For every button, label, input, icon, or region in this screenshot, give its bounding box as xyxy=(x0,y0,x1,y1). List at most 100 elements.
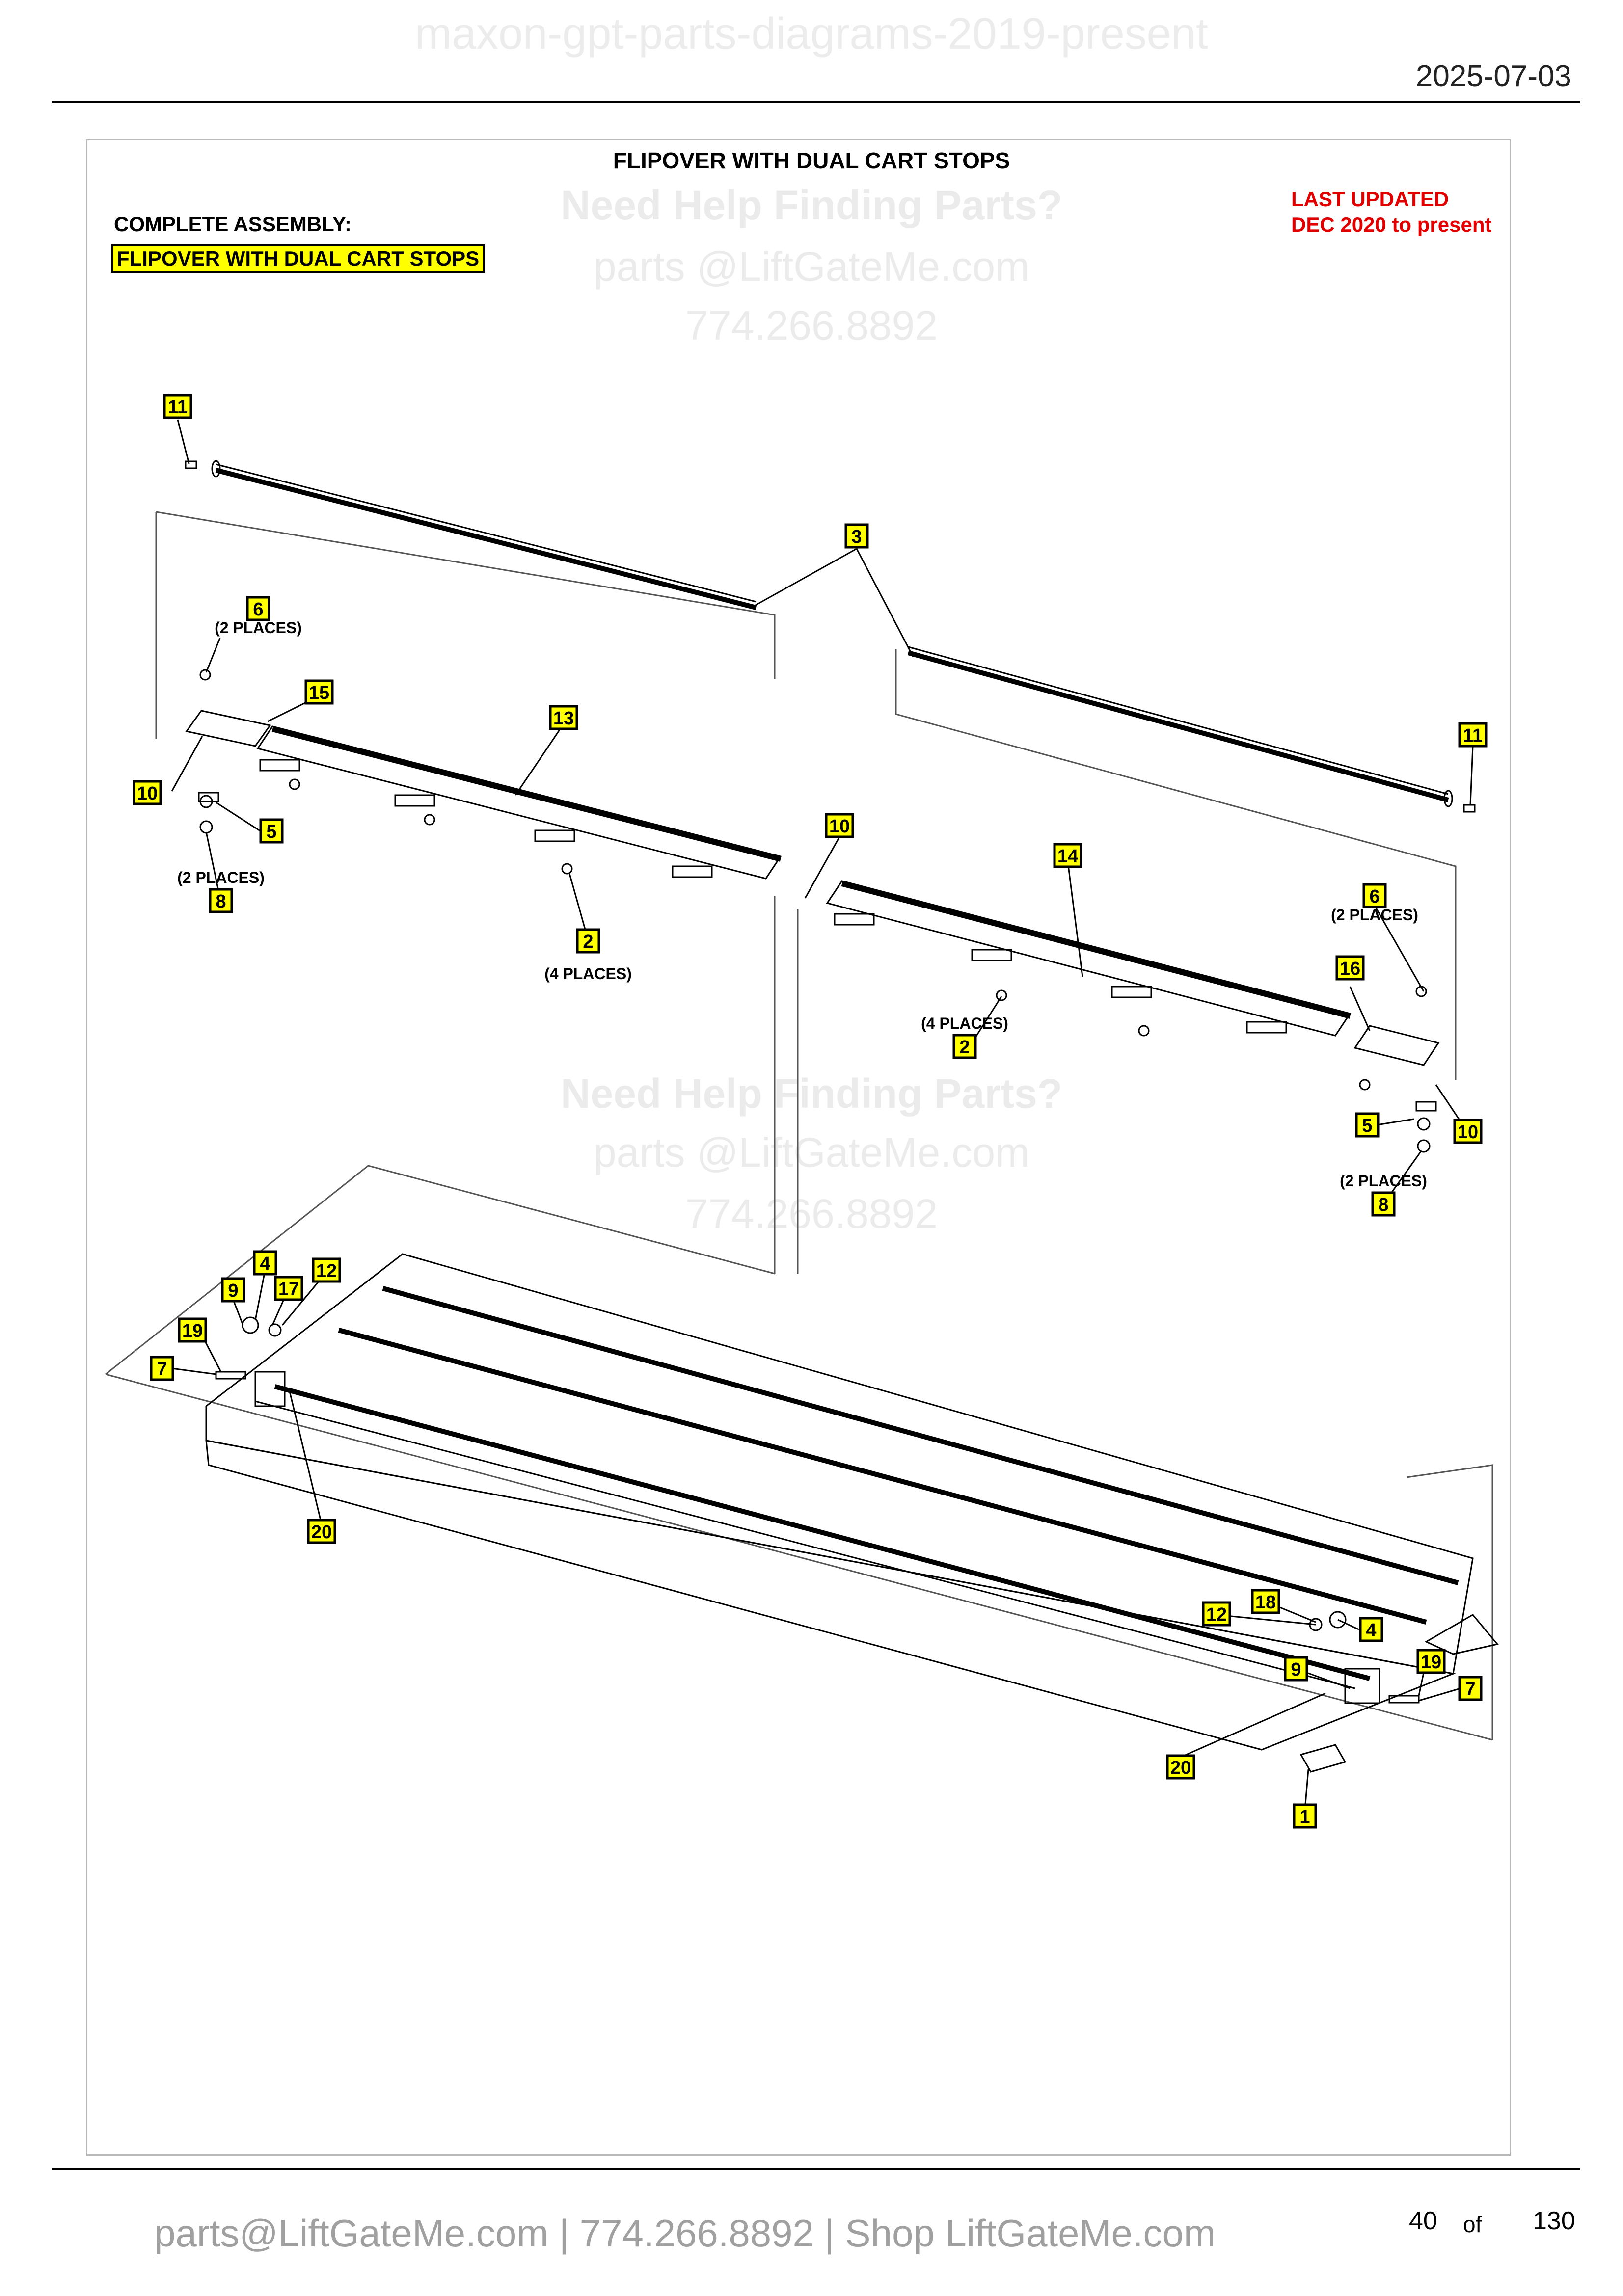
callout-6: 6(2 PLACES) xyxy=(215,596,302,637)
diagram-title: FLIPOVER WITH DUAL CART STOPS xyxy=(613,148,1010,173)
callout-number: 9 xyxy=(228,1281,238,1301)
callout-17: 17 xyxy=(274,1276,303,1301)
callout-number: 5 xyxy=(1362,1116,1372,1136)
callout-10: 10 xyxy=(1453,1119,1483,1144)
callout-number: 6 xyxy=(1369,886,1380,907)
callout-9: 9 xyxy=(221,1277,245,1303)
callout-box xyxy=(274,1276,303,1301)
callout-number: 5 xyxy=(266,822,276,842)
callout-box xyxy=(1335,955,1365,981)
callout-box xyxy=(259,818,284,844)
callout-box xyxy=(1293,1803,1317,1829)
callout-box xyxy=(221,1277,245,1303)
callout-1: 1 xyxy=(1293,1803,1317,1829)
callout-number: 12 xyxy=(316,1261,337,1281)
callout-number: 4 xyxy=(260,1254,270,1274)
callout-4: 4 xyxy=(1359,1617,1383,1642)
callout-box xyxy=(1458,722,1488,748)
callout-number: 19 xyxy=(182,1321,203,1341)
watermark-phone-2: 774.266.8892 xyxy=(685,1191,938,1237)
callout-box xyxy=(1166,1754,1195,1780)
complete-assembly-value: FLIPOVER WITH DUAL CART STOPS xyxy=(111,244,486,273)
document-date: 2025-07-03 xyxy=(1415,59,1571,93)
callout-19: 19 xyxy=(1416,1649,1446,1674)
callout-9: 9 xyxy=(1284,1656,1308,1682)
callout-number: 12 xyxy=(1206,1604,1227,1625)
callout-box xyxy=(1284,1656,1308,1682)
callout-box xyxy=(209,888,233,913)
callout-7: 7 xyxy=(1458,1676,1483,1701)
callout-number: 15 xyxy=(309,683,329,703)
header-rule xyxy=(52,101,1580,103)
callout-box xyxy=(163,394,192,419)
callout-places-note: (4 PLACES) xyxy=(921,1015,1008,1032)
callout-number: 11 xyxy=(168,397,188,418)
callout-18: 18 xyxy=(1251,1589,1280,1614)
callout-places-note: (2 PLACES) xyxy=(177,869,265,886)
callout-box xyxy=(178,1317,207,1343)
callout-places-note: (2 PLACES) xyxy=(215,619,302,637)
page-current: 40 xyxy=(1409,2207,1437,2235)
callout-13: 13 xyxy=(549,705,578,730)
callout-places-note: (4 PLACES) xyxy=(544,965,632,983)
footer-rule xyxy=(52,2168,1580,2170)
callout-number: 2 xyxy=(583,932,593,952)
callout-16: 16 xyxy=(1335,955,1365,981)
flipover-section-right xyxy=(797,646,1476,1274)
callout-number: 8 xyxy=(216,891,226,912)
callout-box xyxy=(952,1034,977,1059)
callout-box xyxy=(150,1356,174,1381)
callout-number: 20 xyxy=(311,1522,332,1543)
callout-3: 3 xyxy=(844,523,869,549)
callout-box xyxy=(1359,1617,1383,1642)
callout-2: 2 (4 PLACES) xyxy=(544,928,632,983)
callout-number: 3 xyxy=(851,527,862,547)
callout-leaders xyxy=(171,419,1474,1811)
callout-number: 6 xyxy=(253,599,263,620)
callout-box xyxy=(307,1519,336,1544)
callout-number: 9 xyxy=(1291,1659,1301,1680)
callout-2: 2(4 PLACES) xyxy=(921,1015,1008,1059)
watermark-email-2: parts @LiftGateMe.com xyxy=(593,1129,1030,1175)
callout-number: 19 xyxy=(1421,1652,1441,1673)
last-updated-line-2: DEC 2020 to present xyxy=(1291,213,1492,236)
callout-box xyxy=(1416,1649,1446,1674)
callout-8: 8 (2 PLACES) xyxy=(177,869,265,913)
callout-number: 7 xyxy=(157,1359,167,1380)
callout-5: 5 xyxy=(1355,1112,1380,1138)
callout-20: 20 xyxy=(1166,1754,1195,1780)
callout-box xyxy=(304,679,334,705)
footer-contact[interactable]: parts@LiftGateMe.com | 774.266.8892 | Sh… xyxy=(154,2212,1216,2255)
callout-number: 18 xyxy=(1255,1592,1276,1613)
callout-box xyxy=(1053,843,1082,868)
watermark-phone: 774.266.8892 xyxy=(685,302,938,348)
callout-11: 11 xyxy=(163,394,192,419)
callout-10: 10 xyxy=(825,813,854,838)
callout-12: 12 xyxy=(1202,1601,1231,1627)
callout-8: 8(2 PLACES) xyxy=(1340,1172,1427,1217)
callout-15: 15 xyxy=(304,679,334,705)
callout-number: 8 xyxy=(1378,1195,1388,1215)
flipover-section-left xyxy=(155,460,782,1274)
callout-box xyxy=(549,705,578,730)
callout-number: 14 xyxy=(1057,846,1078,867)
watermark-help: Need Help Finding Parts? xyxy=(560,182,1063,228)
watermark-document-title: maxon-gpt-parts-diagrams-2019-present xyxy=(415,9,1208,58)
callout-5: 5 xyxy=(259,818,284,844)
callout-19: 19 xyxy=(178,1317,207,1343)
page-of-label: of xyxy=(1463,2212,1482,2237)
callout-box xyxy=(1202,1601,1231,1627)
callout-box xyxy=(844,523,869,549)
complete-assembly-label: COMPLETE ASSEMBLY: xyxy=(114,213,352,236)
platform-assembly xyxy=(105,1165,1499,1773)
callout-box xyxy=(253,1250,277,1276)
callout-number: 13 xyxy=(553,708,574,729)
callout-number: 10 xyxy=(137,783,158,804)
callout-6: 6(2 PLACES) xyxy=(1331,883,1418,924)
callout-14: 14 xyxy=(1053,843,1082,868)
callout-box xyxy=(1362,883,1387,908)
diagram-frame xyxy=(86,139,1511,2156)
callout-12: 12 xyxy=(312,1257,341,1283)
